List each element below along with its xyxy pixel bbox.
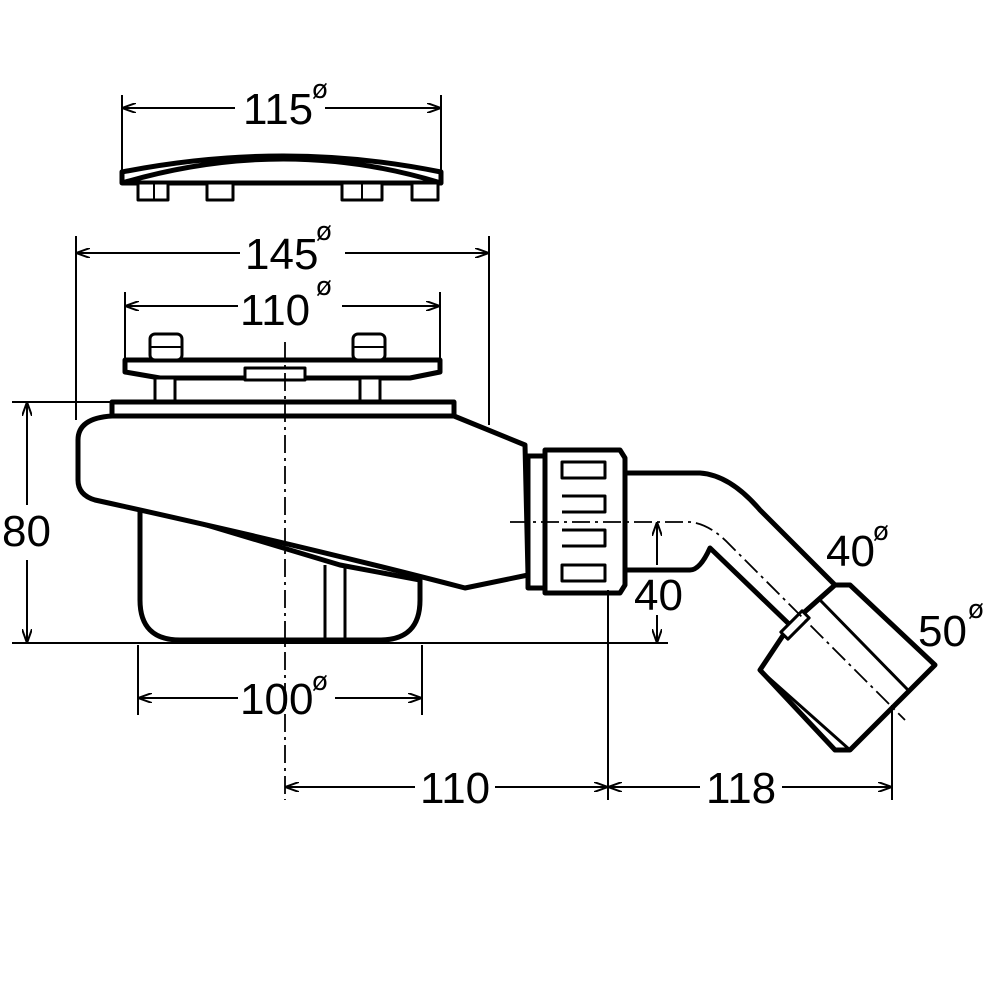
trap-bowl [137, 502, 423, 643]
svg-text:118: 118 [706, 764, 776, 813]
svg-text:50: 50 [918, 607, 967, 656]
label-cover-diameter: 115 ø [243, 75, 328, 134]
cover-plate [119, 153, 444, 202]
label-outlet-height: 40 [634, 571, 683, 620]
drain-body [75, 413, 531, 591]
svg-text:ø: ø [316, 272, 332, 302]
label-outlet-pipe-inner: 40 ø [826, 517, 889, 576]
label-height: 80 [2, 507, 51, 556]
label-outlet-pipe-outer: 50 ø [918, 595, 984, 656]
svg-text:ø: ø [316, 217, 332, 247]
svg-text:100: 100 [240, 675, 313, 724]
svg-text:110: 110 [420, 764, 490, 813]
centre-line-outlet [510, 521, 906, 721]
svg-text:115: 115 [243, 85, 313, 134]
svg-text:ø: ø [968, 595, 984, 625]
label-grate-diameter: 110 ø [240, 272, 332, 335]
svg-text:ø: ø [312, 667, 328, 697]
grate-plate [122, 332, 443, 404]
label-offset-horizontal: 110 [420, 764, 490, 813]
svg-text:ø: ø [312, 75, 328, 105]
svg-text:110: 110 [240, 286, 310, 335]
svg-text:ø: ø [873, 517, 889, 547]
svg-text:145: 145 [245, 230, 318, 279]
label-flange-diameter: 145 ø [245, 217, 332, 279]
label-outlet-length: 118 [706, 764, 776, 813]
label-body-diameter: 100 ø [240, 667, 328, 724]
svg-text:80: 80 [2, 507, 51, 556]
svg-text:40: 40 [826, 527, 875, 576]
svg-text:40: 40 [634, 571, 683, 620]
